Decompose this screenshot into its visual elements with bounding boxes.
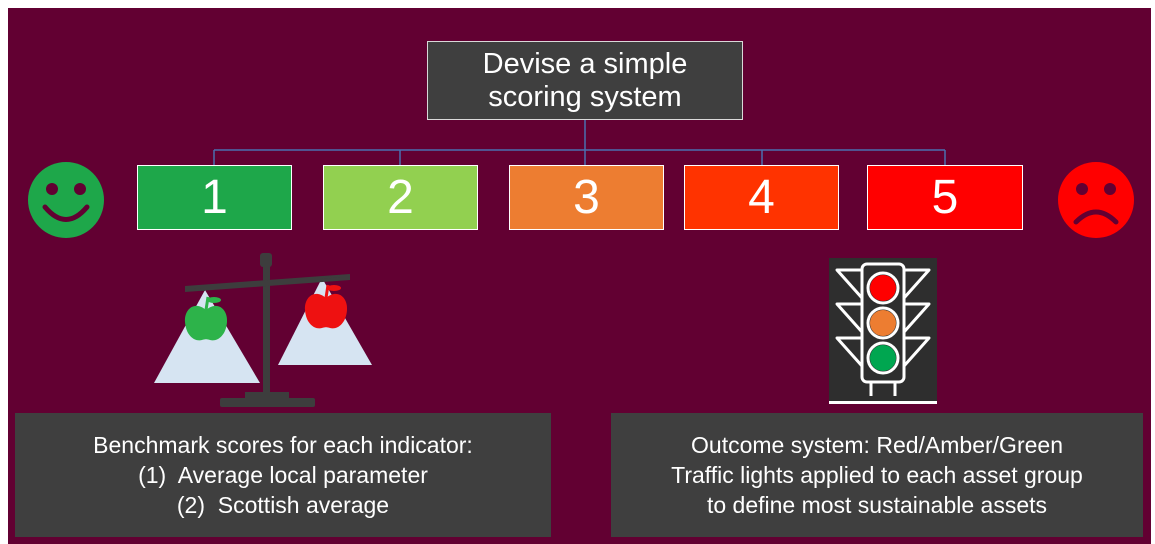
score-box-5: 5 [867, 165, 1023, 230]
score-label-4: 4 [748, 171, 775, 224]
outcome-line-1: Outcome system: Red/Amber/Green [691, 432, 1063, 458]
red-apple-icon [304, 284, 348, 329]
score-box-1: 1 [137, 165, 292, 230]
benchmark-item-2: (2) Scottish average [176, 492, 390, 518]
benchmark-text-box: Benchmark scores for each indicator: (1)… [15, 413, 551, 537]
score-label-2: 2 [387, 171, 414, 224]
green-apple-icon [184, 296, 228, 341]
traffic-light-icon [829, 258, 937, 404]
smiley-face-icon [28, 162, 104, 238]
title-line-2: scoring system [488, 80, 682, 113]
outcome-line-2: Traffic lights applied to each asset gro… [671, 462, 1083, 488]
score-box-3: 3 [509, 165, 664, 230]
title-line-1: Devise a simple [482, 47, 688, 80]
score-box-4: 4 [684, 165, 839, 230]
title-box: Devise a simple scoring system [427, 41, 743, 120]
score-box-2: 2 [323, 165, 478, 230]
balance-scale-icon [154, 253, 372, 407]
score-label-5: 5 [931, 171, 959, 224]
benchmark-item-1: (1) Average local parameter [138, 462, 428, 488]
sad-face-icon [1058, 162, 1134, 238]
outcome-line-3: to define most sustainable assets [706, 492, 1048, 518]
benchmark-heading: Benchmark scores for each indicator: [93, 432, 473, 458]
score-label-1: 1 [201, 171, 228, 224]
outcome-text-box: Outcome system: Red/Amber/Green Traffic … [611, 413, 1143, 537]
score-label-3: 3 [573, 171, 600, 224]
